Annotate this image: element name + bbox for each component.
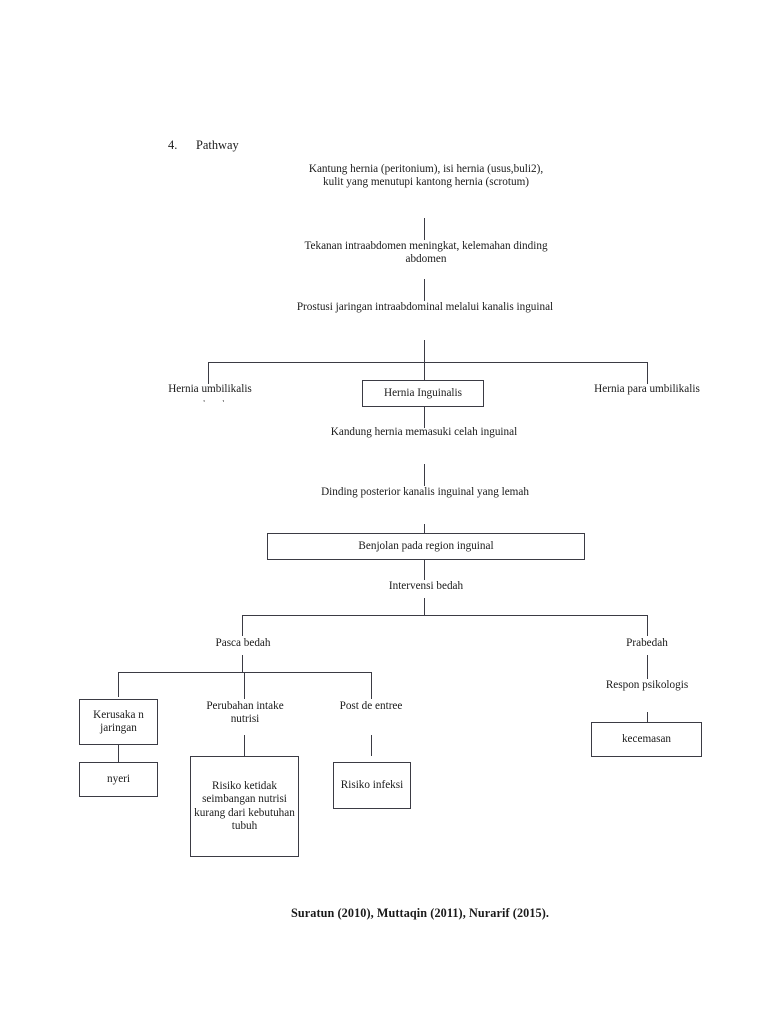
connector-bus-post-de-entree — [371, 672, 372, 699]
node-intervensi-bedah: Intervensi bedah — [388, 580, 464, 592]
connector-pasca-bedah-bus — [242, 655, 243, 672]
connector-respon-kecemasan — [647, 712, 648, 723]
connector-n2-n3 — [424, 279, 425, 301]
node-respon-psikologis: Respon psikologis — [605, 679, 689, 691]
connector-n7-n8 — [424, 464, 425, 486]
connector-bus-inguinalis — [424, 362, 425, 380]
section-number: 4. — [168, 138, 178, 152]
node-dinding-posterior: Dinding posterior kanalis inguinal yang … — [321, 486, 529, 498]
node-hernia-inguinalis: Hernia Inguinalis — [362, 380, 484, 407]
node-benjolan-region-inguinal: Benjolan pada region inguinal — [267, 533, 585, 560]
connector-n1-n2 — [424, 218, 425, 240]
node-kandung-hernia-celah: Kandung hernia memasuki celah inguinal — [330, 426, 518, 438]
node-hernia-para-umbilikalis: Hernia para umbilikalis — [594, 383, 700, 395]
node-kantung-hernia: Kantung hernia (peritonium), isi hernia … — [308, 163, 544, 189]
connector-n9-n10 — [424, 560, 425, 580]
connector-bus-prabedah — [647, 615, 648, 636]
section-title: Pathway — [196, 138, 239, 152]
node-risiko-ketidakseimbangan-nutrisi: Risiko ketidak seimbangan nutrisi kurang… — [190, 756, 299, 857]
connector-bus-pasca-bedah — [242, 615, 243, 636]
node-prostusi-jaringan: Prostusi jaringan intraabdominal melalui… — [296, 301, 554, 313]
branch-bus-hernia-types — [208, 362, 648, 363]
node-prabedah: Prabedah — [626, 637, 668, 649]
connector-n3-bus — [424, 340, 425, 362]
citation-text: Suratun (2010), Muttaqin (2011), Nurarif… — [291, 906, 550, 920]
connector-bus-umbilikalis — [208, 362, 209, 384]
node-perubahan-intake-nutrisi: Perubahan intake nutrisi — [206, 700, 284, 726]
node-kerusakan-jaringan: Kerusaka n jaringan — [79, 699, 158, 745]
connector-postdeentree-risiko-infeksi — [371, 735, 372, 756]
node-post-de-entree: Post de entree — [339, 700, 403, 712]
connector-nutrisi-risiko — [244, 735, 245, 756]
connector-prabedah-respon — [647, 655, 648, 679]
connector-n5-n7 — [424, 407, 425, 428]
node-pasca-bedah: Pasca bedah — [215, 637, 271, 649]
connector-n8-n9 — [424, 524, 425, 533]
node-kecemasan: kecemasan — [591, 722, 702, 757]
node-nyeri: nyeri — [79, 762, 158, 797]
branch-bus-bedah — [242, 615, 647, 616]
node-risiko-infeksi: Risiko infeksi — [333, 762, 411, 809]
connector-n10-bus — [424, 598, 425, 615]
connector-bus-kerusakan-jaringan — [118, 672, 119, 697]
connector-kerusakan-nyeri — [118, 745, 119, 762]
section-heading: 4. Pathway — [168, 138, 239, 153]
node-hernia-umbilikalis: Hernia umbilikalis — [168, 383, 252, 395]
node-tekanan-intraabdomen: Tekanan intraabdomen meningkat, kelemaha… — [304, 240, 548, 266]
connector-bus-para-umbilikalis — [647, 362, 648, 384]
connector-bus-perubahan-nutrisi — [244, 672, 245, 699]
node-hernia-umbilikalis-clipped-line: a b c d — [145, 399, 275, 402]
